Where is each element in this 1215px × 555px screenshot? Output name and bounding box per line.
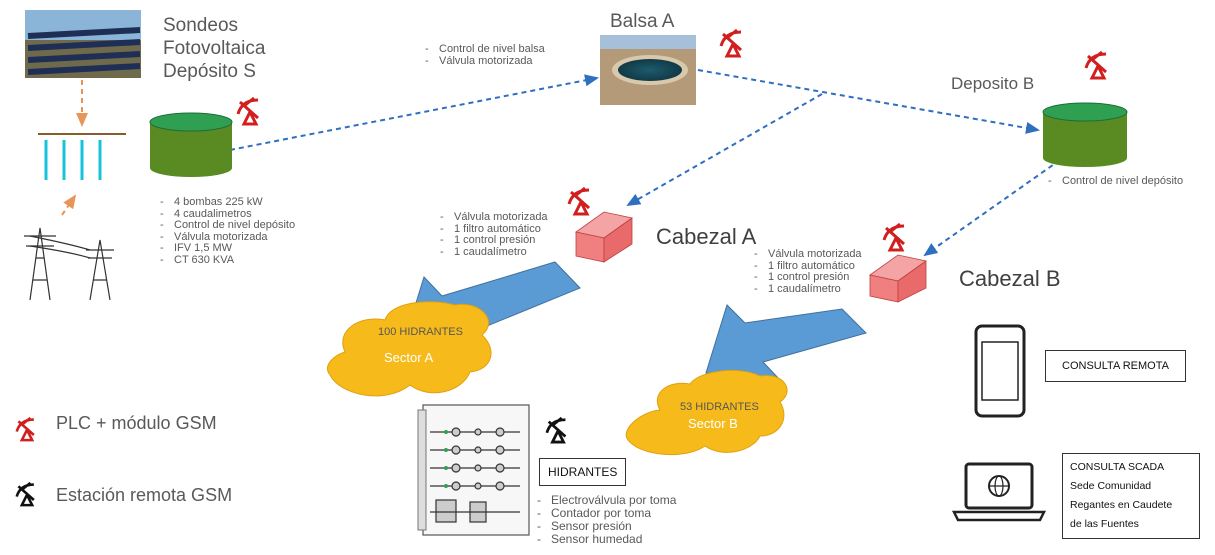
list-item: Válvula motorizada xyxy=(160,231,295,244)
list-item: Válvula motorizada xyxy=(425,55,545,68)
power-connections xyxy=(61,80,88,216)
consulta-scada-line: Sede Comunidad xyxy=(1070,480,1152,492)
legend-remote-label: Estación remota GSM xyxy=(56,485,233,505)
consulta-scada-box: CONSULTA SCADA Sede Comunidad Regantes e… xyxy=(1062,453,1200,539)
list-item: Contador por toma xyxy=(537,507,676,520)
plc-gsm-icon xyxy=(719,28,742,58)
balsa-items: Control de nivel balsa Válvula motorizad… xyxy=(425,43,545,68)
sondeos-title-line: Sondeos xyxy=(163,15,239,36)
solar-panel-image xyxy=(25,10,141,78)
hidrantes-label: HIDRANTES xyxy=(539,458,627,486)
list-item: 1 control presión xyxy=(754,271,862,284)
cabezal-b-title: Cabezal B xyxy=(959,266,1061,291)
hidrantes-items: Electroválvula por toma Contador por tom… xyxy=(537,494,676,546)
sector-b-area xyxy=(625,370,788,456)
pipeline-connections xyxy=(229,69,1061,257)
cabezal-b-items: Válvula motorizada 1 filtro automático 1… xyxy=(754,248,862,296)
list-item: 1 filtro automático xyxy=(440,223,548,236)
list-item: Sensor presión xyxy=(537,520,676,533)
consulta-scada-line: Regantes en Caudete xyxy=(1070,499,1173,511)
sondeos-title: Sondeos Fotovoltaica Depósito S xyxy=(163,14,265,83)
list-item: 1 caudalímetro xyxy=(754,283,862,296)
sondeos-title-line: Fotovoltaica xyxy=(163,38,266,59)
deposito-s-tank xyxy=(149,112,233,177)
list-item: Electroválvula por toma xyxy=(537,494,676,507)
cabezal-a-items: Válvula motorizada 1 filtro automático 1… xyxy=(440,211,548,259)
list-item: Control de nivel depósito xyxy=(1048,175,1183,188)
consulta-scada-line: CONSULTA SCADA xyxy=(1070,461,1165,473)
sondeos-title-line: Depósito S xyxy=(163,61,256,82)
cabezal-a-building xyxy=(575,211,633,263)
list-item: 4 caudalimetros xyxy=(160,208,295,221)
flow-arrow-b xyxy=(705,304,867,382)
power-pylon-icon xyxy=(24,227,114,301)
sector-b-name: Sector B xyxy=(688,416,738,431)
list-item: IFV 1,5 MW xyxy=(160,242,295,255)
hydrant-cabinet-image xyxy=(417,404,530,536)
consulta-remota-box: CONSULTA REMOTA xyxy=(1045,350,1186,382)
sector-a-hydrant-count: 100 HIDRANTES xyxy=(378,326,463,338)
sector-a-area xyxy=(327,301,492,397)
list-item: Sensor humedad xyxy=(537,533,676,546)
list-item: 1 caudalímetro xyxy=(440,246,548,259)
cabezal-a-title: Cabezal A xyxy=(656,224,757,249)
sector-b-hydrant-count: 53 HIDRANTES xyxy=(680,401,759,413)
cabezal-b-building xyxy=(869,254,927,303)
deposito-b-tank xyxy=(1042,102,1128,167)
list-item: 1 control presión xyxy=(440,234,548,247)
plc-gsm-icon xyxy=(1084,50,1107,80)
list-item: Válvula motorizada xyxy=(440,211,548,224)
remote-gsm-icon xyxy=(545,416,567,444)
deposito-b-title: Deposito B xyxy=(951,74,1035,93)
smartphone-icon xyxy=(974,324,1026,418)
list-item: Control de nivel depósito xyxy=(160,219,295,232)
plc-gsm-icon xyxy=(236,96,259,126)
balsa-a-image xyxy=(600,35,696,105)
consulta-scada-line: de las Fuentes xyxy=(1070,518,1139,530)
sondeos-items: 4 bombas 225 kW 4 caudalimetros Control … xyxy=(160,196,295,267)
plc-gsm-icon xyxy=(567,186,590,216)
list-item: CT 630 KVA xyxy=(160,254,295,267)
laptop-globe-icon xyxy=(951,462,1047,522)
remote-gsm-legend-icon xyxy=(15,481,35,507)
sector-a-name: Sector A xyxy=(384,350,434,365)
list-item: 1 filtro automático xyxy=(754,260,862,273)
plc-gsm-legend-icon xyxy=(15,416,35,442)
borehole-icon xyxy=(38,133,126,180)
list-item: Válvula motorizada xyxy=(754,248,862,261)
deposito-b-items: Control de nivel depósito xyxy=(1048,175,1183,188)
plc-gsm-icon xyxy=(882,222,905,252)
list-item: Control de nivel balsa xyxy=(425,43,545,56)
legend-plc-label: PLC + módulo GSM xyxy=(56,413,217,433)
list-item: 4 bombas 225 kW xyxy=(160,196,295,209)
balsa-a-title: Balsa A xyxy=(610,11,675,32)
